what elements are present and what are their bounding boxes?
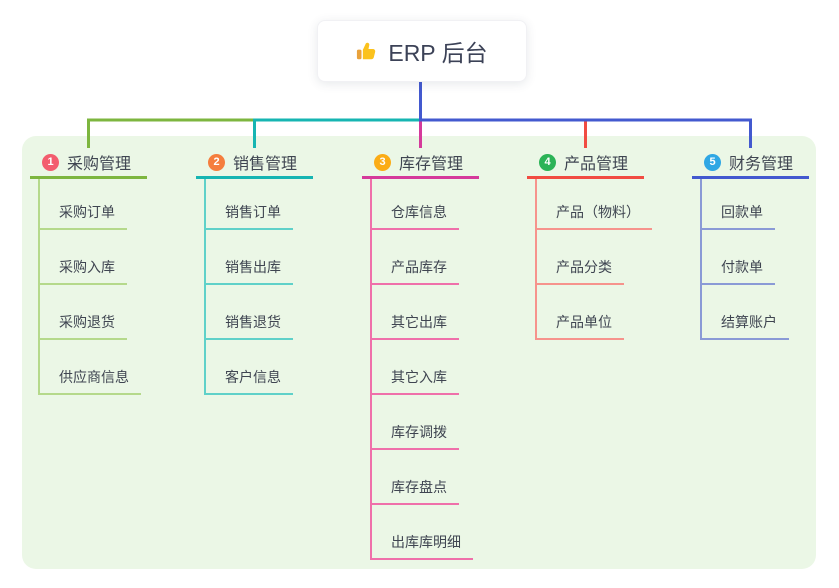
mindmap-canvas bbox=[22, 136, 816, 569]
child-node[interactable]: 其它入库 bbox=[370, 366, 459, 395]
branch-label: 库存管理 bbox=[399, 156, 464, 173]
branch-trunk-line bbox=[204, 179, 206, 395]
child-node[interactable]: 产品库存 bbox=[370, 256, 459, 285]
child-node[interactable]: 采购入库 bbox=[38, 256, 127, 285]
branch-number-badge: 5 bbox=[704, 153, 721, 171]
child-node[interactable]: 销售退货 bbox=[204, 311, 293, 340]
child-node[interactable]: 库存调拨 bbox=[370, 421, 459, 450]
child-node[interactable]: 供应商信息 bbox=[38, 366, 141, 395]
child-node[interactable]: 产品分类 bbox=[535, 256, 624, 285]
child-node[interactable]: 采购订单 bbox=[38, 201, 127, 230]
branch-node[interactable]: 3 库存管理 bbox=[362, 148, 479, 179]
child-node[interactable]: 销售出库 bbox=[204, 256, 293, 285]
branch-node[interactable]: 4 产品管理 bbox=[527, 148, 644, 179]
thumbs-up-icon bbox=[357, 42, 376, 60]
branch-node[interactable]: 2 销售管理 bbox=[196, 148, 313, 179]
child-node[interactable]: 回款单 bbox=[700, 201, 775, 230]
branch-label: 采购管理 bbox=[67, 156, 132, 173]
root-node[interactable]: ERP 后台 bbox=[317, 20, 527, 82]
branch-trunk-line bbox=[700, 179, 702, 340]
child-node[interactable]: 其它出库 bbox=[370, 311, 459, 340]
branch-label: 财务管理 bbox=[729, 156, 794, 173]
branch-trunk-line bbox=[370, 179, 372, 560]
branch-label: 销售管理 bbox=[233, 156, 298, 173]
child-node[interactable]: 销售订单 bbox=[204, 201, 293, 230]
branch-node[interactable]: 5 财务管理 bbox=[692, 148, 809, 179]
child-node[interactable]: 客户信息 bbox=[204, 366, 293, 395]
branch-trunk-line bbox=[535, 179, 537, 340]
branch-trunk-line bbox=[38, 179, 40, 395]
branch-number-badge: 3 bbox=[374, 153, 391, 171]
child-node[interactable]: 出库库明细 bbox=[370, 531, 473, 560]
child-node[interactable]: 库存盘点 bbox=[370, 476, 459, 505]
child-node[interactable]: 结算账户 bbox=[700, 311, 789, 340]
branch-number-badge: 4 bbox=[539, 153, 556, 171]
root-title: ERP 后台 bbox=[388, 40, 488, 66]
child-node[interactable]: 付款单 bbox=[700, 256, 775, 285]
branch-node[interactable]: 1 采购管理 bbox=[30, 148, 147, 179]
child-node[interactable]: 产品（物料） bbox=[535, 201, 652, 230]
branch-number-badge: 2 bbox=[208, 153, 225, 171]
child-node[interactable]: 产品单位 bbox=[535, 311, 624, 340]
branch-label: 产品管理 bbox=[564, 156, 629, 173]
child-node[interactable]: 采购退货 bbox=[38, 311, 127, 340]
branch-number-badge: 1 bbox=[42, 153, 59, 171]
child-node[interactable]: 仓库信息 bbox=[370, 201, 459, 230]
